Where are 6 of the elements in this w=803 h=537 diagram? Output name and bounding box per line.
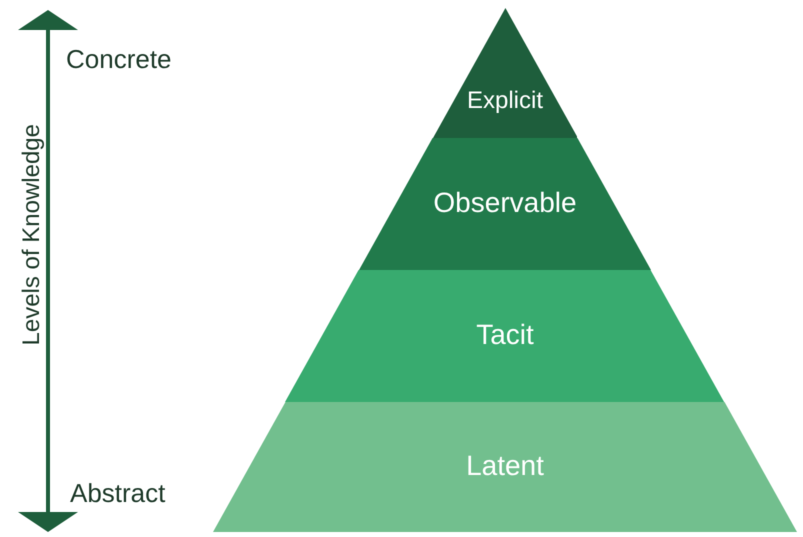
- scale-end-label: Concrete: [66, 44, 172, 75]
- tier-label: Observable: [432, 187, 578, 219]
- tier-label: Tacit: [475, 319, 535, 351]
- tier-label: Latent: [465, 450, 545, 482]
- scale-end-label: Abstract: [70, 478, 166, 509]
- tier-label: Explicit: [466, 87, 544, 116]
